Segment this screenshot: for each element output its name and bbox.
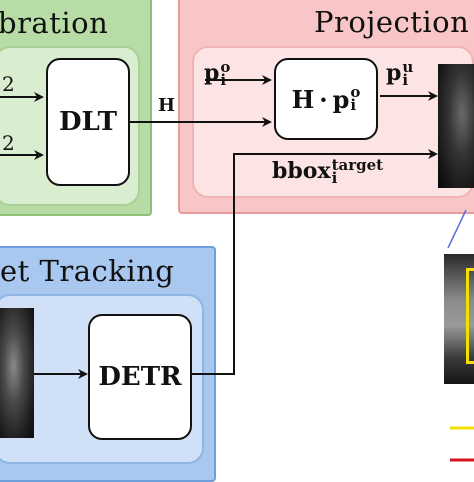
tracking-title: et Tracking	[0, 254, 175, 288]
detr-label: DETR	[98, 362, 182, 392]
bbox-sup: target	[331, 156, 384, 174]
p-in-main: p	[204, 60, 220, 86]
homography-sup: o	[350, 83, 361, 101]
bbox-main: bbox	[272, 158, 331, 184]
dlt-label: DLT	[58, 107, 118, 137]
p-in-sup: o	[220, 58, 231, 76]
input-label-bottom: 2	[2, 131, 15, 155]
input-label-top: 2	[2, 72, 15, 96]
p-in-sub: i	[220, 71, 227, 89]
projection-output-image	[438, 64, 474, 188]
homography-p: p	[332, 84, 350, 114]
dlt-box: DLT	[46, 58, 130, 186]
target-bbox-overlay	[466, 268, 474, 364]
p-out-sup: u	[402, 58, 414, 76]
projection-title: Projection	[314, 5, 470, 39]
p-out-sub: i	[402, 71, 409, 89]
bbox-sub: i	[331, 169, 338, 187]
p-out-main: p	[386, 60, 402, 86]
calibration-title: bration	[0, 6, 109, 40]
homography-sub: i	[350, 96, 357, 114]
zoom-line	[447, 209, 467, 249]
detr-box: DETR	[88, 314, 192, 440]
tracking-input-image	[0, 308, 34, 438]
bbox-arrow	[192, 149, 438, 375]
homography-h: H	[291, 84, 315, 114]
h-arrow-label: H	[158, 95, 176, 116]
